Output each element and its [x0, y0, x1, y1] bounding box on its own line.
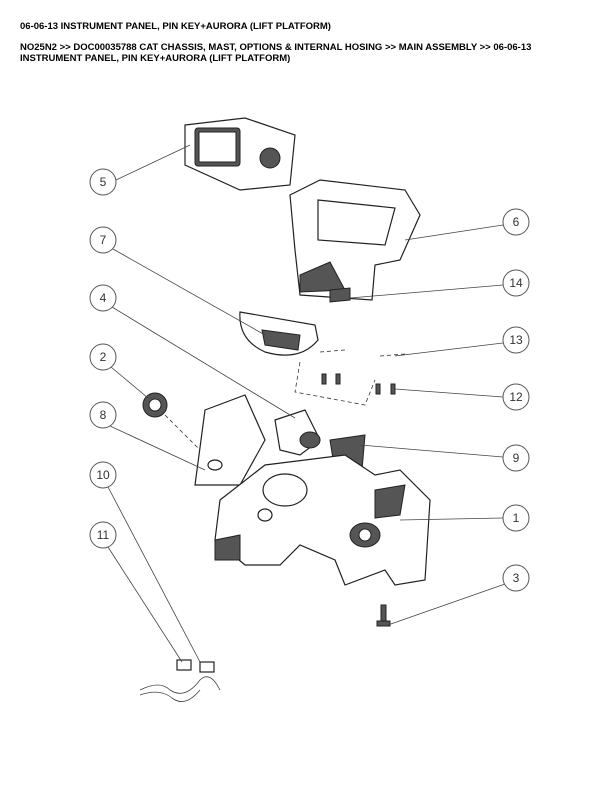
callout-1: 1 — [502, 504, 530, 532]
callout-number: 6 — [513, 215, 520, 229]
part-7-shroud — [239, 311, 319, 356]
part-2-key-switch — [142, 392, 211, 461]
part-6-housing — [289, 179, 421, 301]
callout-10: 10 — [89, 461, 117, 489]
callout-7: 7 — [89, 226, 117, 254]
callout-4: 4 — [89, 284, 117, 312]
callout-13: 13 — [502, 326, 530, 354]
callout-number: 14 — [509, 276, 523, 290]
callout-number: 3 — [513, 571, 520, 585]
callout-12: 12 — [502, 383, 530, 411]
callout-number: 10 — [96, 468, 110, 482]
part-13-12-screws — [294, 349, 406, 406]
callout-14: 14 — [502, 269, 530, 297]
callout-number: 11 — [97, 528, 110, 542]
callout-number: 13 — [509, 333, 523, 347]
callout-9: 9 — [502, 444, 530, 472]
part-4-connector — [274, 409, 321, 456]
callout-number: 1 — [513, 511, 520, 525]
callout-6: 6 — [502, 208, 530, 236]
callout-number: 4 — [100, 291, 107, 305]
callout-11: 11 — [89, 521, 117, 549]
leader-lines — [107, 144, 506, 663]
callout-5: 5 — [89, 168, 117, 196]
part-8-plate — [194, 394, 266, 486]
callout-number: 12 — [509, 390, 523, 404]
part-14-cover — [329, 287, 351, 303]
page-title: 06-06-13 INSTRUMENT PANEL, PIN KEY+AUROR… — [20, 21, 331, 32]
part-10-11-harness — [139, 659, 221, 702]
callout-3: 3 — [502, 564, 530, 592]
callout-number: 8 — [100, 408, 107, 422]
callout-number: 5 — [100, 175, 107, 189]
callout-number: 2 — [100, 350, 107, 364]
callout-number: 7 — [100, 233, 107, 247]
part-1-base — [214, 454, 431, 586]
callout-2: 2 — [89, 343, 117, 371]
breadcrumb: NO25N2 >> DOC00035788 CAT CHASSIS, MAST,… — [20, 42, 532, 64]
callout-number: 9 — [513, 451, 520, 465]
part-5-display — [184, 117, 296, 191]
callout-8: 8 — [89, 401, 117, 429]
part-3-screw — [376, 604, 391, 627]
